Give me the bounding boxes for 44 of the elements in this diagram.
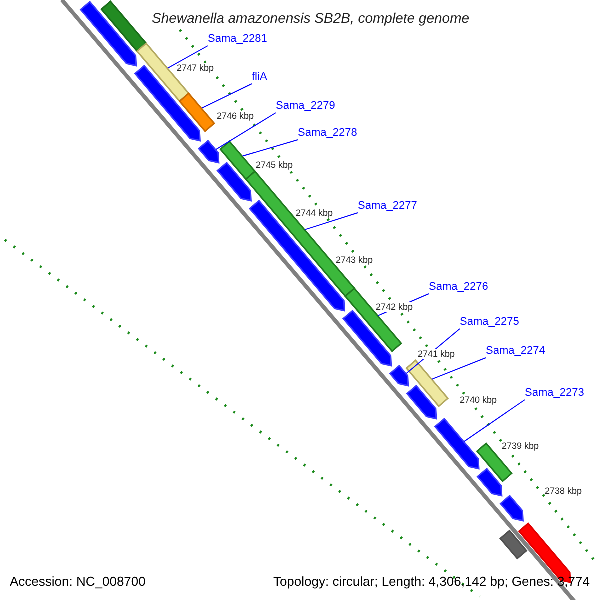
position-label: 2744 kbp xyxy=(296,208,334,218)
leader-line xyxy=(168,46,208,69)
gene-feature xyxy=(80,0,138,67)
leader-line xyxy=(202,84,252,109)
position-label: 2746 kbp xyxy=(217,111,254,121)
gene-feature xyxy=(434,418,480,470)
leader-line xyxy=(432,358,486,380)
leader-line xyxy=(304,212,358,230)
footer-note: Accession: NC_008700 xyxy=(10,575,146,589)
gene-label: Sama_2274 xyxy=(486,345,546,357)
position-label: 2738 kbp xyxy=(545,486,582,496)
position-label: 2745 kbp xyxy=(256,160,294,170)
gene-label: fliA xyxy=(252,71,268,83)
position-label: 2743 kbp xyxy=(336,255,374,265)
gene-feature xyxy=(134,64,201,142)
title: Shewanella amazonensis SB2B, complete genome xyxy=(152,9,470,28)
position-label: 2741 kbp xyxy=(418,349,456,359)
position-label: 2739 kbp xyxy=(502,441,540,451)
gene-label: Sama_2278 xyxy=(298,127,358,139)
leader-line xyxy=(464,400,526,442)
position-label: 2742 kbp xyxy=(376,302,414,312)
gene-feature xyxy=(216,162,252,202)
gene-bar xyxy=(220,140,256,180)
gene-bar xyxy=(100,0,148,52)
gene-bar xyxy=(499,530,528,560)
gene-bar xyxy=(178,92,216,132)
gene-bar xyxy=(245,170,356,298)
footer-note: Topology: circular; Length: 4,306,142 bp; Genes: 3,774 xyxy=(273,575,590,589)
gene-label: Sama_2277 xyxy=(358,200,418,212)
gene-label: Sama_2281 xyxy=(208,33,268,45)
position-label: 2747 kbp xyxy=(177,63,214,73)
gene-feature xyxy=(342,310,392,367)
gene-feature xyxy=(406,384,438,420)
gene-label: Sama_2279 xyxy=(276,100,336,112)
gene-feature xyxy=(389,364,410,387)
leader-line xyxy=(242,140,298,157)
gene-label: Sama_2275 xyxy=(460,316,520,328)
position-label: 2740 kbp xyxy=(460,395,498,405)
gene-label: Sama_2276 xyxy=(429,281,488,293)
gene-label: Sama_2273 xyxy=(525,387,584,399)
gene-feature xyxy=(476,468,503,497)
gene-feature xyxy=(500,494,524,522)
leader-line xyxy=(216,112,276,150)
gene-bar xyxy=(406,360,450,408)
